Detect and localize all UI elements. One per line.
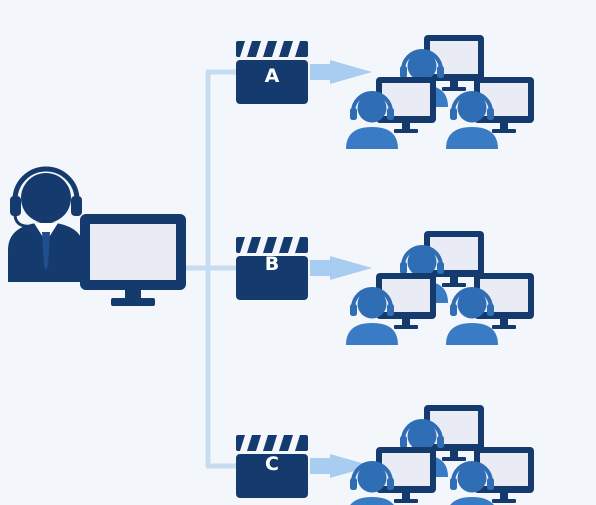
stream-label: B	[265, 253, 279, 275]
stream-c: C	[236, 405, 534, 505]
arrow-icon	[310, 256, 372, 280]
arrow-icon	[310, 454, 372, 478]
stream-label: C	[265, 453, 279, 475]
presenter-icon	[8, 166, 186, 306]
viewer-group-icon	[346, 35, 534, 149]
viewer-group-icon	[346, 231, 534, 345]
stream-b: B	[236, 231, 534, 345]
stream-label: A	[265, 65, 280, 87]
arrow-icon	[310, 60, 372, 84]
connector-lines	[186, 69, 236, 469]
viewer-group-icon	[346, 405, 534, 505]
stream-a: A	[236, 35, 534, 149]
